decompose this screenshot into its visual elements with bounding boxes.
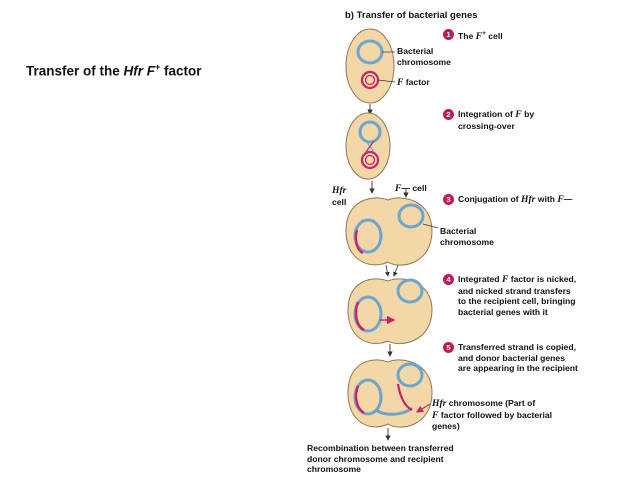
step-1: 1 The F+ cell xyxy=(443,29,503,42)
label-f-factor: F factor xyxy=(397,77,430,88)
fplus-cell xyxy=(345,28,396,104)
step-3: 3 Conjugation of Hfr with F— xyxy=(443,194,572,206)
title-sup: + xyxy=(155,62,161,72)
step-3-text: Conjugation of Hfr with F— xyxy=(458,194,573,205)
conjugation-cells xyxy=(345,197,439,266)
leader-hfr-chrom xyxy=(415,403,431,413)
arrow-step-3b xyxy=(393,264,399,277)
step-4-text: Integrated F factor is nicked, and nicke… xyxy=(458,274,577,317)
step-1-badge: 1 xyxy=(443,29,454,40)
step-5: 5 Transferred strand is copied, and dono… xyxy=(443,342,578,374)
arrow-step-3a xyxy=(384,264,390,277)
step-4: 4 Integrated F factor is nicked, and nic… xyxy=(443,274,576,317)
integration-cell xyxy=(345,112,391,180)
slide-title: Transfer of the Hfr F+ factor xyxy=(26,62,202,79)
label-hfr-chromosome: Hfr chromosome (Part of F factor followe… xyxy=(432,398,553,431)
step-4-badge: 4 xyxy=(443,274,454,285)
label-bacterial-chromosome-2: Bacterial chromosome xyxy=(440,226,494,247)
step-1-text: The F+ cell xyxy=(458,30,503,42)
recombination-cells xyxy=(347,359,433,428)
label-fminus-cell: F— cell xyxy=(395,183,427,194)
step-2-badge: 2 xyxy=(443,109,454,120)
step-2: 2 Integration of F by crossing-over xyxy=(443,109,534,131)
step-2-text: Integration of F by crossing-over xyxy=(458,109,535,131)
title-prefix: Transfer of the xyxy=(26,63,124,79)
step-3-badge: 3 xyxy=(443,194,454,205)
leader-bact-chrom-2 xyxy=(422,223,439,229)
title-italic: Hfr F xyxy=(123,63,156,79)
transfer-cells xyxy=(347,278,433,345)
leader-f-factor xyxy=(377,79,396,83)
label-recombination: Recombination between transferred donor … xyxy=(307,443,454,474)
title-suffix: factor xyxy=(160,63,202,79)
label-bacterial-chromosome-1: Bacterial chromosome xyxy=(397,46,451,67)
step-5-text: Transferred strand is copied, and donor … xyxy=(458,342,578,373)
label-hfr-cell: Hfr cell xyxy=(332,185,347,207)
panel-title: b) Transfer of bacterial genes xyxy=(345,10,478,21)
step-5-badge: 5 xyxy=(443,342,454,353)
